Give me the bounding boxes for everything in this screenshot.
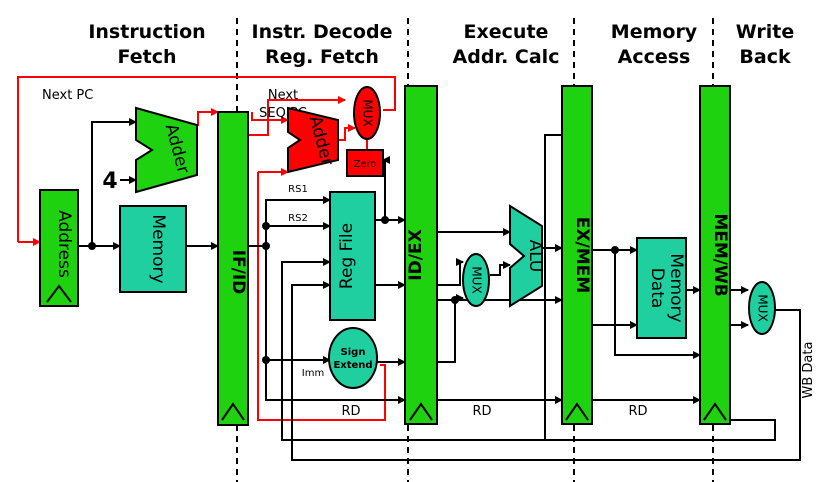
mem-wb-label: MEM/WB bbox=[710, 213, 730, 296]
id-ex-label: ID/EX bbox=[406, 229, 426, 280]
pc-mux-label: MUX bbox=[361, 99, 375, 126]
branch-cond-wire bbox=[544, 134, 565, 440]
stage-titles: Instruction Fetch Instr. Decode Reg. Fet… bbox=[88, 21, 794, 68]
rd-label-mem: RD bbox=[628, 404, 647, 419]
instruction-memory-label: Memory bbox=[148, 214, 168, 283]
alu-input-mux: MUX bbox=[462, 253, 490, 307]
clock-triangle-icon bbox=[703, 402, 727, 421]
pc-to-adder-wire bbox=[91, 118, 137, 246]
junction-dot bbox=[451, 296, 459, 304]
rd-id-wire bbox=[265, 360, 406, 404]
idex-to-mux-b-wire bbox=[437, 294, 464, 363]
next-seq-pc-label-line1: Next bbox=[268, 88, 298, 103]
red-wires bbox=[17, 76, 396, 421]
branch-adder: Adder bbox=[287, 106, 339, 174]
writeback-mux: MUX bbox=[748, 281, 776, 335]
junction-dot bbox=[88, 242, 96, 250]
pipeline-registers: IF/ID ID/EX EX/MEM MEM/WB bbox=[217, 85, 731, 426]
branch-adder-out-wire bbox=[338, 124, 356, 141]
stage-title-id-line2: Reg. Fetch bbox=[265, 46, 379, 68]
seq-pc-to-branch-adder-wire bbox=[251, 112, 289, 124]
junction-dot bbox=[262, 242, 270, 250]
stage-title-mem-line1: Memory bbox=[611, 21, 698, 43]
mem-wb-register: MEM/WB bbox=[699, 85, 731, 425]
wb-data-wire bbox=[291, 281, 801, 461]
pc-mux: MUX bbox=[353, 86, 381, 140]
zero-label: Zero bbox=[353, 159, 376, 170]
register-file: Reg File bbox=[329, 191, 376, 321]
imm-red-return-wire bbox=[257, 172, 386, 421]
id-ex-register: ID/EX bbox=[404, 85, 438, 425]
stage-title-ex-line2: Addr. Calc bbox=[453, 46, 560, 68]
data-memory-label-line1: Data bbox=[647, 268, 667, 309]
clock-triangle-icon bbox=[409, 402, 433, 421]
rd-label-ex: RD bbox=[472, 404, 491, 419]
clock-triangle-icon bbox=[46, 284, 72, 303]
constant-four: 4 bbox=[102, 169, 117, 194]
instruction-memory: Memory bbox=[119, 205, 187, 293]
if-id-label: IF/ID bbox=[228, 250, 248, 295]
stage-title-if-line2: Fetch bbox=[118, 46, 177, 68]
junction-dot bbox=[611, 246, 619, 254]
wb-data-label: WB Data bbox=[801, 342, 816, 399]
wb-mux-label: MUX bbox=[756, 294, 770, 321]
rd-wb-wire bbox=[281, 258, 776, 441]
ex-mem-label: EX/MEM bbox=[572, 217, 592, 293]
junction-dot bbox=[262, 356, 270, 364]
alu-mux-label: MUX bbox=[470, 266, 484, 293]
pc-address-register: Address bbox=[39, 189, 79, 307]
junction-dot bbox=[381, 216, 389, 224]
stage-title-if-line1: Instruction bbox=[88, 21, 205, 43]
seq-pc-to-mux-wire bbox=[240, 96, 346, 136]
stage-title-mem-line2: Access bbox=[618, 46, 691, 68]
alu-bypass-to-memwb-wire bbox=[614, 250, 701, 359]
mux-to-alu-wire bbox=[490, 261, 511, 276]
junction-dot bbox=[262, 222, 270, 230]
rs2-label: RS2 bbox=[288, 213, 308, 224]
imm-label: Imm bbox=[302, 368, 324, 379]
ex-mem-register: EX/MEM bbox=[561, 85, 593, 425]
data-memory: Data Memory bbox=[636, 237, 687, 339]
sign-extend: Sign Extend bbox=[328, 327, 378, 389]
pc-adder-out-wire bbox=[197, 108, 219, 126]
clock-triangle-icon bbox=[221, 402, 245, 421]
if-id-register: IF/ID bbox=[217, 111, 249, 426]
next-pc-wire bbox=[17, 76, 396, 242]
register-file-label: Reg File bbox=[337, 223, 357, 289]
clock-triangle-icon bbox=[565, 402, 589, 421]
stage-title-id-line1: Instr. Decode bbox=[252, 21, 393, 43]
sign-extend-label-line1: Sign bbox=[341, 347, 366, 358]
stage-title-wb-line1: Write bbox=[736, 21, 794, 43]
alu-label: ALU bbox=[525, 240, 545, 273]
address-label: Address bbox=[54, 210, 74, 278]
rd-label-id: RD bbox=[341, 404, 360, 419]
data-memory-label-line2: Memory bbox=[666, 253, 686, 322]
next-pc-label: Next PC bbox=[42, 88, 93, 103]
zero-detect: Zero bbox=[346, 149, 384, 177]
pc-adder: Adder bbox=[135, 106, 198, 194]
imm-wire bbox=[265, 246, 331, 364]
alu: ALU bbox=[509, 204, 545, 308]
sign-extend-label-line2: Extend bbox=[333, 360, 372, 371]
junction-dots bbox=[88, 216, 619, 364]
rs1-label: RS1 bbox=[288, 184, 308, 195]
stage-title-wb-line2: Back bbox=[739, 46, 791, 68]
idex-to-mux-a-wire bbox=[437, 258, 464, 286]
stage-title-ex-line1: Execute bbox=[464, 21, 549, 43]
